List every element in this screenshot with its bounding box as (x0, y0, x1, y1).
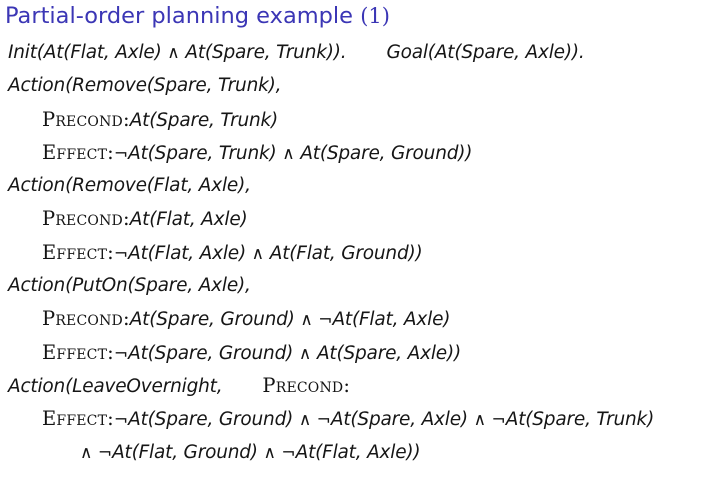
plan-line: Init(At(Flat, Axle) ∧ At(Spare, Trunk)).… (0, 36, 706, 69)
logic-symbol: ¬ (113, 410, 129, 431)
logic-text: Action(LeaveOvernight, (8, 375, 223, 397)
logic-symbol: ¬ (113, 143, 129, 164)
plan-line: Effect:¬At(Spare, Ground) ∧ ¬At(Spare, A… (0, 402, 706, 435)
logic-symbol: ∧ ¬ (263, 442, 296, 463)
logic-symbol: ∧ ¬ (473, 410, 506, 431)
logic-symbol: ¬ (113, 343, 129, 364)
keyword-label: Precond: (42, 307, 130, 331)
plan-line: Precond:At(Spare, Ground) ∧ ¬At(Flat, Ax… (0, 302, 706, 335)
logic-symbol: ∧ (282, 143, 295, 164)
logic-text: At(Spare, Ground)) (294, 142, 473, 164)
plan-line: Action(PutOn(Spare, Axle), (0, 269, 706, 302)
keyword-label: Precond: (42, 207, 130, 231)
page-title-text: Partial-order planning example (5, 3, 361, 29)
logic-text: At(Flat, Axle)) (295, 441, 421, 463)
keyword-label: Effect: (42, 240, 114, 264)
logic-text: At(Spare, Trunk) (128, 142, 283, 164)
plan-line: ∧ ¬At(Flat, Ground) ∧ ¬At(Flat, Axle)) (0, 436, 706, 469)
logic-text: Init(At(Flat, Axle) (8, 42, 168, 63)
logic-text: At(Flat, Axle) (128, 242, 252, 264)
plan-line: Precond:At(Spare, Trunk) (0, 103, 706, 136)
logic-text: At(Spare, Ground) (128, 342, 299, 364)
logic-text: At(Flat, Ground) (112, 441, 264, 463)
page-title: Partial-order planning example (1) (5, 1, 390, 31)
logic-text: At(Spare, Trunk)). (179, 42, 347, 63)
plan-line: Effect:¬At(Spare, Ground) ∧ At(Spare, Ax… (0, 336, 706, 369)
keyword-label: Effect: (42, 407, 114, 431)
logic-text: Action(PutOn(Spare, Axle), (8, 275, 251, 297)
keyword-label: Precond: (42, 107, 130, 131)
logic-symbol: ∧ (298, 343, 312, 364)
logic-text: At(Spare, Ground) (128, 409, 299, 431)
logic-symbol: ∧ ¬ (300, 310, 333, 331)
plan-line: Effect:¬At(Flat, Axle) ∧ At(Flat, Ground… (0, 236, 706, 269)
logic-text: At(Spare, Axle)) (311, 342, 462, 364)
logic-symbol: ¬ (113, 243, 129, 264)
plan-line: Precond:At(Flat, Axle) (0, 202, 706, 235)
logic-symbol: ∧ (167, 43, 180, 63)
logic-symbol: ∧ (251, 243, 265, 264)
logic-text: At(Spare, Trunk) (129, 109, 279, 131)
logic-text: Action(Remove(Spare, Trunk), (8, 75, 282, 97)
keyword-label: Effect: (42, 340, 114, 364)
logic-text: At(Flat, Axle) (129, 209, 248, 231)
plan-line: Action(Remove(Flat, Axle), (0, 169, 706, 202)
plan-definition-block: Init(At(Flat, Axle) ∧ At(Spare, Trunk)).… (0, 36, 706, 469)
keyword-label: Effect: (42, 140, 114, 164)
logic-text: At(Spare, Ground) (129, 309, 301, 331)
plan-line: Action(LeaveOvernight, Precond: (0, 369, 706, 402)
logic-text: At(Flat, Ground)) (264, 242, 423, 264)
logic-text: Goal(At(Spare, Axle)). (386, 42, 585, 63)
keyword-label: Precond: (262, 373, 351, 397)
page-title-number: (1) (360, 4, 390, 28)
plan-line: Action(Remove(Spare, Trunk), (0, 69, 706, 102)
logic-symbol: ∧ ¬ (80, 442, 113, 463)
plan-line: Effect:¬At(Spare, Trunk) ∧ At(Spare, Gro… (0, 136, 706, 169)
logic-text: At(Spare, Trunk) (505, 409, 655, 431)
logic-symbol: ∧ ¬ (298, 410, 331, 431)
logic-text: At(Flat, Axle) (332, 309, 451, 331)
logic-text: Action(Remove(Flat, Axle), (8, 175, 251, 197)
logic-text: At(Spare, Axle) (330, 409, 474, 431)
